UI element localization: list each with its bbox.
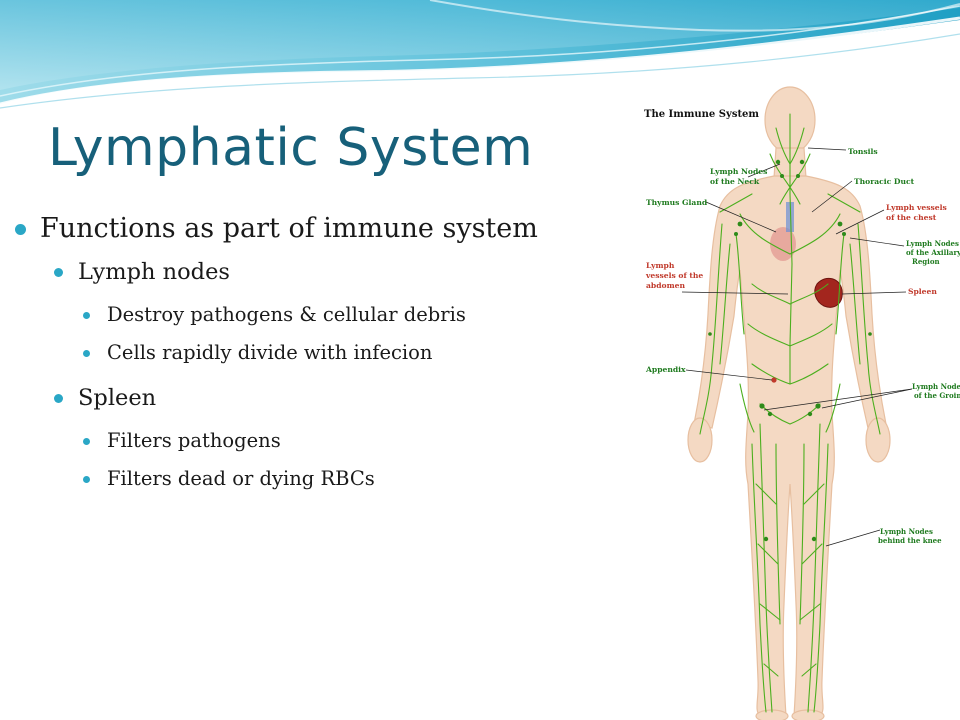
spleen-shape <box>814 277 843 308</box>
label-groin-line2: of the Groin <box>914 391 960 400</box>
label-appendix: Appendix <box>645 365 686 374</box>
label-spleen: Spleen <box>908 287 937 296</box>
trachea-shape <box>786 202 794 232</box>
appendix-marker <box>771 377 777 383</box>
label-knee-line1: Lymph Nodes <box>880 527 933 536</box>
heart-shape <box>770 227 796 261</box>
label-axillary-line1: Lymph Nodes <box>906 239 959 248</box>
label-knee: Lymph Nodes behind the knee <box>878 527 942 545</box>
label-chest-vessels-line2: of the chest <box>886 213 937 222</box>
label-knee-line2: behind the knee <box>878 536 942 545</box>
label-groin-line1: Lymph Nodes <box>912 382 960 391</box>
bullet-main: Functions as part of immune system <box>14 208 624 250</box>
bullet-filters-pathogens: Filters pathogens <box>14 422 624 460</box>
lymph-vessels <box>699 113 881 713</box>
label-groin: Lymph Nodes of the Groin <box>912 382 960 400</box>
label-chest-vessels-line1: Lymph vessels <box>886 203 947 212</box>
label-thymus: Thymus Gland <box>646 198 708 207</box>
bullet-list: Functions as part of immune system Lymph… <box>14 208 624 498</box>
label-abdomen-vessels: Lymph vessels of the abdomen <box>645 261 706 290</box>
bullet-cells-divide: Cells rapidly divide with infecion <box>14 334 624 372</box>
label-abdomen-line3: abdomen <box>646 281 685 290</box>
label-axillary-line2: of the Axillary <box>906 248 960 257</box>
bullet-lymph-nodes: Lymph nodes <box>14 254 624 290</box>
bullet-destroy-pathogens: Destroy pathogens & cellular debris <box>14 296 624 334</box>
label-tonsils: Tonsils <box>848 147 878 156</box>
label-neck-nodes-line2: of the Neck <box>710 177 760 186</box>
label-axillary: Lymph Nodes of the Axillary Region <box>906 239 960 266</box>
label-abdomen-line2: vessels of the <box>645 271 703 280</box>
header-wave-decoration <box>0 0 960 109</box>
leader-lines <box>681 147 913 547</box>
bullet-spleen: Spleen <box>14 380 624 416</box>
bullet-filters-rbcs: Filters dead or dying RBCs <box>14 460 624 498</box>
label-thoracic-duct: Thoracic Duct <box>854 177 915 186</box>
label-chest-vessels: Lymph vessels of the chest <box>886 203 949 222</box>
slide-title: Lymphatic System <box>48 118 534 178</box>
body-silhouette <box>687 86 891 720</box>
figure-title: The Immune System <box>644 109 759 120</box>
label-abdomen-line1: Lymph <box>646 261 675 270</box>
label-neck-nodes-line1: Lymph Nodes <box>710 167 767 176</box>
label-neck-nodes: Lymph Nodes of the Neck <box>710 167 770 186</box>
immune-system-diagram: The Immune System Tonsils Lymph Nodes of… <box>640 84 960 720</box>
label-axillary-line3: Region <box>912 257 940 266</box>
lymph-nodes <box>708 159 872 542</box>
immune-system-figure: The Immune System Tonsils Lymph Nodes of… <box>640 84 960 720</box>
